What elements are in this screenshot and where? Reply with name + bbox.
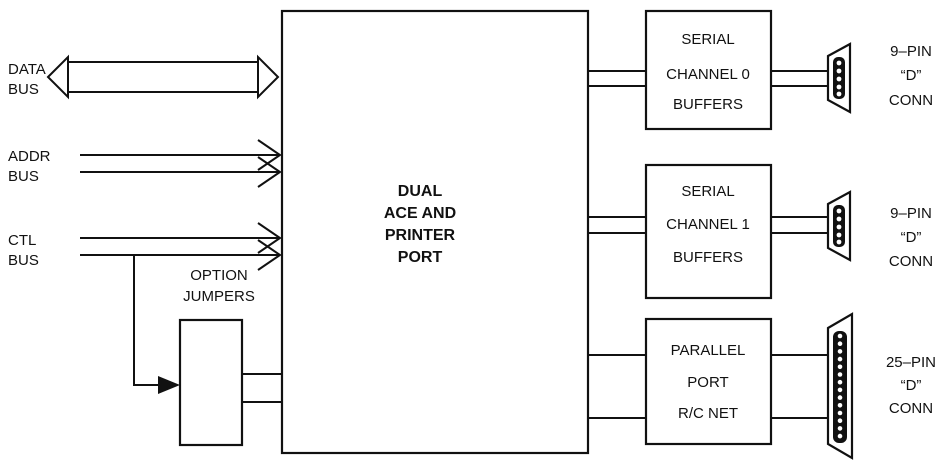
- svg-text:SERIAL: SERIAL: [681, 31, 734, 48]
- svg-text:PORT: PORT: [398, 249, 443, 266]
- main-to-serial1-lines: [588, 216, 646, 234]
- 25-pin-connector-icon: [826, 312, 854, 460]
- svg-text:SERIAL: SERIAL: [681, 183, 734, 200]
- option-jumpers-block: [178, 318, 244, 447]
- serial-channel-1-block: [644, 163, 773, 300]
- svg-text:BUFFERS: BUFFERS: [673, 96, 743, 113]
- svg-text:R/C NET: R/C NET: [678, 405, 738, 422]
- svg-text:DATA: DATA: [8, 61, 46, 78]
- connector-pin: [837, 356, 843, 362]
- svg-text:JUMPERS: JUMPERS: [183, 288, 255, 305]
- svg-text:PRINTER: PRINTER: [385, 227, 456, 244]
- connector-pin: [837, 379, 843, 385]
- 9-pin-connector-a-icon: [826, 42, 852, 114]
- connector-pin: [837, 410, 843, 416]
- main-to-serial0-lines: [588, 70, 646, 87]
- svg-text:PORT: PORT: [687, 374, 728, 391]
- main-dual-ace-block: [280, 9, 590, 455]
- svg-text:CTL: CTL: [8, 232, 36, 249]
- svg-text:PARALLEL: PARALLEL: [671, 342, 746, 359]
- data-bus-label: DATA BUS: [8, 61, 46, 98]
- serial0-to-conn-lines: [771, 70, 832, 87]
- serial1-to-conn-lines: [771, 216, 832, 234]
- ctl-bus-arrows: [80, 222, 282, 271]
- addr-bus-label: ADDR BUS: [8, 148, 51, 185]
- parallel-to-conn-lines: [771, 354, 832, 419]
- option-jumpers-label: OPTION JUMPERS: [183, 267, 255, 305]
- connector-pin: [837, 372, 843, 377]
- 9-pin-connector-b-icon: [826, 190, 852, 262]
- connector-pin: [837, 333, 843, 339]
- svg-text:“D”: “D”: [901, 229, 922, 246]
- svg-text:9–PIN: 9–PIN: [890, 43, 932, 60]
- ctl-to-jumpers-line: [133, 255, 180, 394]
- svg-text:9–PIN: 9–PIN: [890, 205, 932, 222]
- svg-text:25–PIN: 25–PIN: [886, 354, 936, 371]
- 25-pin-connector-label: 25–PIN “D” CONN: [886, 354, 936, 417]
- svg-text:DUAL: DUAL: [398, 183, 443, 200]
- serial-channel-1-label: SERIAL CHANNEL 1 BUFFERS: [666, 183, 750, 266]
- main-block-label: DUAL ACE AND PRINTER PORT: [384, 183, 456, 266]
- svg-text:ACE AND: ACE AND: [384, 205, 456, 222]
- connector-pin: [837, 349, 843, 354]
- svg-text:CONN: CONN: [889, 92, 933, 109]
- svg-text:“D”: “D”: [901, 377, 922, 394]
- parallel-port-block: [644, 317, 773, 446]
- svg-text:ADDR: ADDR: [8, 148, 51, 165]
- svg-text:BUS: BUS: [8, 252, 39, 269]
- svg-text:BUS: BUS: [8, 81, 39, 98]
- svg-text:CHANNEL 1: CHANNEL 1: [666, 216, 750, 233]
- svg-text:“D”: “D”: [901, 67, 922, 84]
- connector-pin: [837, 341, 843, 347]
- parallel-port-label: PARALLEL PORT R/C NET: [671, 342, 746, 422]
- svg-text:BUFFERS: BUFFERS: [673, 249, 743, 266]
- connector-pin: [837, 418, 843, 424]
- svg-text:CONN: CONN: [889, 253, 933, 270]
- svg-text:BUS: BUS: [8, 168, 39, 185]
- connector-pin: [837, 395, 843, 400]
- ctl-bus-label: CTL BUS: [8, 232, 39, 269]
- addr-bus-arrows: [80, 139, 282, 188]
- svg-text:CONN: CONN: [889, 400, 933, 417]
- serial-channel-0-label: SERIAL CHANNEL 0 BUFFERS: [666, 31, 750, 113]
- svg-text:OPTION: OPTION: [190, 267, 248, 284]
- connector-pin: [837, 387, 843, 393]
- connector-pin: [837, 433, 843, 439]
- jumpers-to-main-lines: [242, 373, 282, 403]
- 9-pin-connector-a-label: 9–PIN “D” CONN: [889, 43, 933, 109]
- data-bus-arrow: [46, 54, 280, 100]
- connector-pin: [837, 364, 843, 370]
- connector-pin: [837, 403, 843, 408]
- svg-text:CHANNEL 0: CHANNEL 0: [666, 66, 750, 83]
- connector-pin: [837, 426, 843, 431]
- main-to-parallel-lines: [588, 354, 646, 419]
- 9-pin-connector-b-label: 9–PIN “D” CONN: [889, 205, 933, 270]
